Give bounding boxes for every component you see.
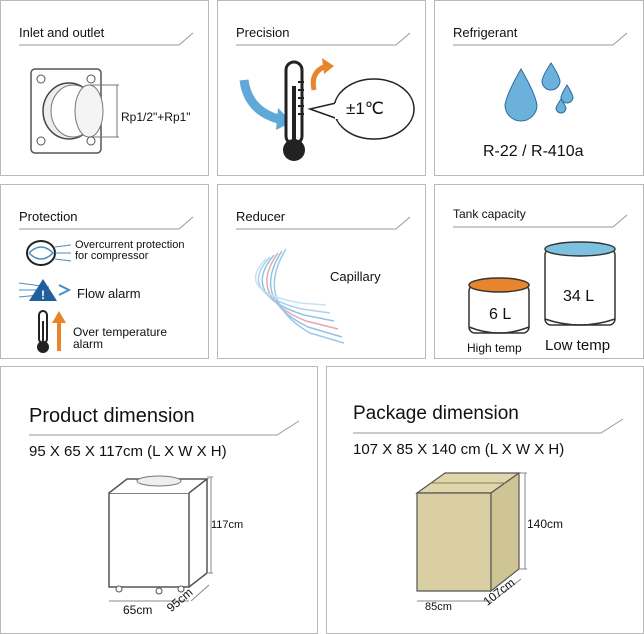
product-height-label: 117cm [211,519,244,531]
svg-text:!: ! [41,288,45,302]
large-tank-caption: Low temp [545,337,611,354]
inlet-outlet-card: Inlet and outlet Rp1/2"+Rp1" [0,0,209,176]
protection-title: Protection [19,209,78,224]
protection-item-flow: Flow alarm [77,286,141,301]
capillary-tubes-icon [254,248,345,344]
product-dims: 95 X 65 X 117cm (L X W X H) [29,443,227,460]
overcurrent-icon [26,240,72,266]
thermometer-icon [239,58,334,161]
over-temperature-icon [37,310,66,353]
precision-value: ±1℃ [346,99,384,118]
reducer-title: Reducer [236,209,286,224]
small-tank-value: 6 L [489,306,512,323]
package-dims: 107 X 85 X 140 cm (L X W X H) [353,441,565,458]
title-underline [353,418,624,434]
package-box-drawing [415,471,527,602]
precision-title: Precision [236,25,290,40]
title-underline [29,420,300,436]
small-tank-icon [468,277,530,334]
title-underline [19,32,194,46]
package-width-label: 85cm [425,601,452,613]
precision-card: Precision ±1℃ [217,0,426,176]
flange-fitting-icon [30,68,119,154]
protection-card: Protection Overcurrent protection for co… [0,184,209,359]
product-width-label: 65cm [123,603,153,617]
large-tank-value: 34 L [563,288,595,305]
refrigerant-value: R-22 / R-410a [483,143,584,160]
tank-title: Tank capacity [453,207,526,221]
package-height-label: 140cm [527,517,564,531]
tank-capacity-card: Tank capacity 6 L High temp 34 L Low tem… [434,184,644,359]
flow-alarm-icon: ! [18,279,72,302]
chiller-unit-drawing [108,475,213,602]
protection-item-overtemp: Over temperature alarm [73,325,168,351]
title-underline [19,216,194,230]
speech-bubble [307,78,415,140]
protection-item-overcurrent: Overcurrent protection for compressor [75,239,185,262]
droplets-icon [504,62,574,122]
package-dimension-card: Package dimension 107 X 85 X 140 cm (L X… [326,366,644,634]
small-tank-caption: High temp [467,341,522,355]
large-tank-icon [544,241,616,326]
title-underline [236,216,411,230]
inlet-spec-label: Rp1/2"+Rp1" [121,110,191,124]
product-dimension-card: Product dimension 95 X 65 X 117cm (L X W… [0,366,318,634]
refrigerant-card: Refrigerant R-22 / R-410a [434,0,644,176]
title-underline [453,214,628,228]
inlet-outlet-title: Inlet and outlet [19,25,105,40]
product-title: Product dimension [29,405,195,427]
title-underline [453,32,628,46]
package-title: Package dimension [353,403,519,424]
refrigerant-title: Refrigerant [453,25,518,40]
reducer-label: Capillary [330,269,381,284]
title-underline [236,32,411,46]
reducer-card: Reducer Capillary [217,184,426,359]
